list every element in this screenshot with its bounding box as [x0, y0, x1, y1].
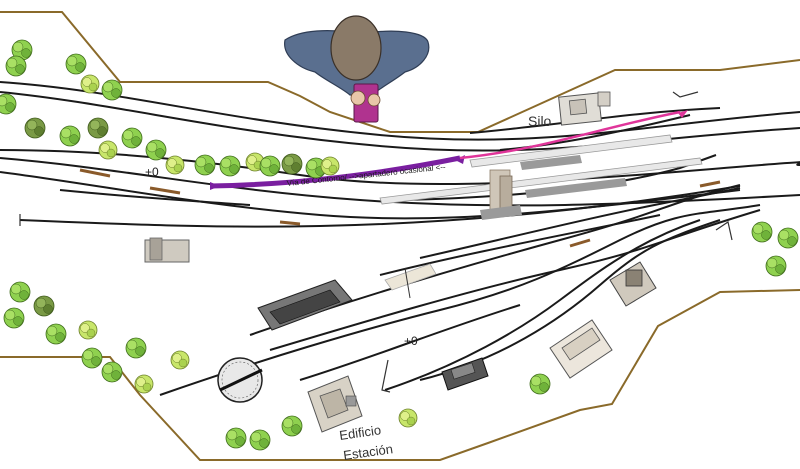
- track-lines: [0, 81, 800, 396]
- bumper-stop: [19, 91, 733, 393]
- station-building: [307, 375, 363, 433]
- warehouse-building: [549, 319, 613, 379]
- platform-stripes: [480, 155, 627, 220]
- locomotive: [441, 357, 489, 391]
- level-label-bottom: +0: [404, 334, 418, 348]
- coal-stage: [257, 279, 353, 331]
- engine-shed: [609, 261, 657, 307]
- silo-label: Silo: [528, 113, 552, 129]
- silo-building: [558, 91, 611, 126]
- baseboard-edge: [0, 11, 800, 461]
- station-label-line2: Estación: [342, 441, 393, 463]
- small-building: [144, 237, 190, 263]
- station-label-line1: Edificio: [338, 422, 382, 443]
- turnout-markers: [79, 168, 721, 248]
- turntable: [217, 357, 263, 403]
- tree-group-top-left: [0, 39, 340, 179]
- ash-pit: [384, 263, 437, 299]
- level-label-top: +0: [145, 165, 159, 179]
- operator-figure: [284, 15, 430, 123]
